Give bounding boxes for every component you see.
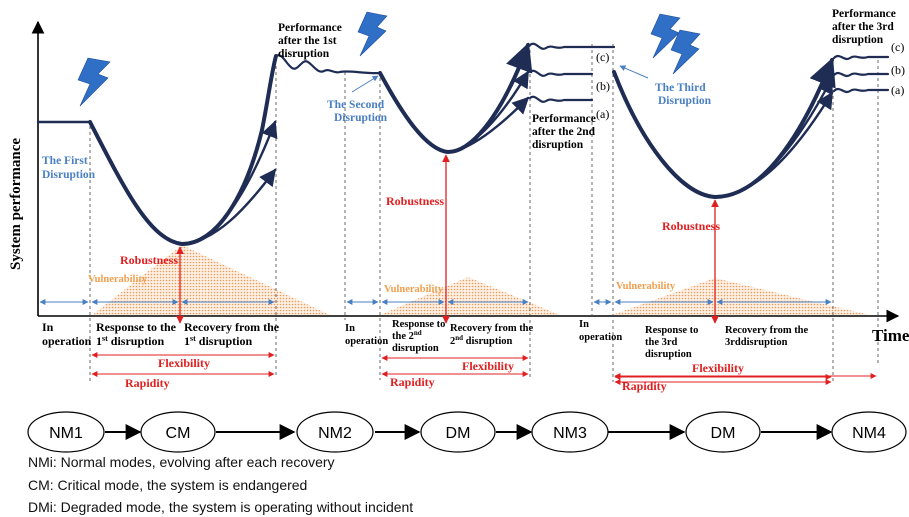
- first-disruption-label-2: Disruption: [42, 169, 96, 181]
- vulnerability-area-1: [92, 245, 330, 315]
- first-disruption-label: The First: [42, 155, 88, 167]
- svg-text:NM4: NM4: [852, 425, 886, 442]
- curve-label-a-2: (a): [596, 107, 609, 121]
- third-disruption-label-2: Disruption: [658, 95, 712, 107]
- phase-in-operation-3: In: [579, 319, 589, 330]
- performance-note-2: Performance: [532, 113, 596, 125]
- svg-text:NM3: NM3: [553, 425, 587, 442]
- rapidity-label-1: Rapidity: [125, 376, 170, 390]
- performance-note-1b: after the 1st: [278, 35, 337, 47]
- phase-recovery-3b: 3rddisruption: [725, 337, 788, 348]
- lightning-icon: [650, 13, 701, 75]
- vulnerability-label-3: Vulnerability: [616, 281, 676, 292]
- svg-text:CM: CM: [166, 425, 191, 442]
- phase-response-1: Response to the: [96, 320, 177, 334]
- y-axis-label: System performance: [8, 138, 24, 270]
- lightning-icon: [357, 11, 388, 57]
- svg-text:NM1: NM1: [49, 425, 83, 442]
- x-axis-label: Time: [872, 326, 909, 345]
- phase-recovery-1: Recovery from the: [184, 320, 280, 334]
- phase-in-operation-2: In: [345, 323, 355, 334]
- phase-guides: [89, 44, 879, 382]
- performance-note-2b: after the 2nd: [532, 126, 596, 138]
- legend-line-dmi: DMi: Degraded mode, the system is operat…: [28, 499, 413, 515]
- mode-node-nm4: NM4: [831, 411, 907, 453]
- performance-note-2c: disruption: [532, 139, 584, 151]
- mode-node-dm: DM: [420, 411, 496, 453]
- second-disruption-pointer: [351, 75, 379, 93]
- vulnerability-label-2: Vulnerability: [384, 284, 444, 295]
- svg-text:NM2: NM2: [318, 425, 352, 442]
- rapidity-label-3: Rapidity: [622, 379, 667, 393]
- robustness-label-3: Robustness: [662, 219, 720, 233]
- third-disruption-label: The Third: [655, 82, 706, 94]
- mode-node-dm-2: DM: [685, 411, 761, 453]
- phase-response-1b: 1st disruption: [96, 334, 164, 349]
- performance-note-1c: disruption: [278, 48, 330, 60]
- performance-curve: [36, 42, 890, 246]
- phase-recovery-2: Recovery from the: [450, 323, 534, 334]
- phase-response-3: Response to: [645, 325, 698, 336]
- performance-note-1: Performance: [278, 22, 342, 34]
- flexibility-label-3: Flexibility: [692, 361, 744, 375]
- curve-label-c-2: (c): [596, 50, 609, 64]
- svg-text:DM: DM: [446, 425, 471, 442]
- vulnerability-label-1: Vulnerability: [88, 274, 148, 285]
- phase-recovery-3: Recovery from the: [725, 325, 809, 336]
- curve-label-b-3: (b): [891, 63, 905, 77]
- phase-response-2: Response to: [392, 319, 445, 330]
- performance-note-3c: disruption: [832, 34, 884, 46]
- vulnerability-area-3: [612, 278, 870, 315]
- flexibility-label-1: Flexibility: [158, 356, 210, 370]
- mode-node-cm: CM: [140, 411, 216, 453]
- third-disruption-pointer: [619, 65, 649, 79]
- mode-chain: NM1 CM NM2 DM NM3 DM NM4: [27, 411, 907, 453]
- vulnerability-area-2: [380, 277, 560, 315]
- mode-node-nm1: NM1: [27, 411, 105, 453]
- phase-response-3b: the 3rd: [645, 337, 678, 348]
- phase-in-operation-2b: operation: [345, 336, 388, 347]
- phase-response-2b: the 2nd: [392, 329, 422, 342]
- legend-line-nmi: NMi: Normal modes, evolving after each r…: [28, 454, 335, 470]
- phase-recovery-1b: 1st disruption: [184, 334, 252, 349]
- mode-node-nm3: NM3: [531, 411, 609, 453]
- phase-response-2c: disruption: [392, 343, 439, 354]
- performance-note-3b: after the 3rd: [832, 21, 894, 33]
- phase-in-operation-1b: operation: [42, 334, 92, 348]
- phase-response-3c: disruption: [645, 349, 692, 360]
- robustness-label-1: Robustness: [120, 253, 178, 267]
- mode-node-nm2: NM2: [296, 411, 374, 453]
- curve-label-c-3: (c): [891, 40, 904, 54]
- second-disruption-label: The Second: [327, 99, 385, 111]
- phase-in-operation-3b: operation: [579, 332, 622, 343]
- flexibility-label-2: Flexibility: [462, 359, 514, 373]
- rapidity-label-2: Rapidity: [390, 375, 435, 389]
- curve-label-b-2: (b): [596, 79, 610, 93]
- phase-recovery-2b: 2nd disruption: [450, 334, 513, 347]
- robustness-label-2: Robustness: [386, 194, 444, 208]
- curve-label-a-3: (a): [891, 83, 904, 97]
- second-disruption-label-2: Disruption: [334, 112, 388, 124]
- performance-note-3: Performance: [832, 8, 896, 20]
- legend-line-cm: CM: Critical mode, the system is endange…: [28, 477, 307, 493]
- svg-text:DM: DM: [711, 425, 736, 442]
- lightning-icon: [77, 57, 111, 107]
- phase-in-operation-1: In: [42, 320, 54, 334]
